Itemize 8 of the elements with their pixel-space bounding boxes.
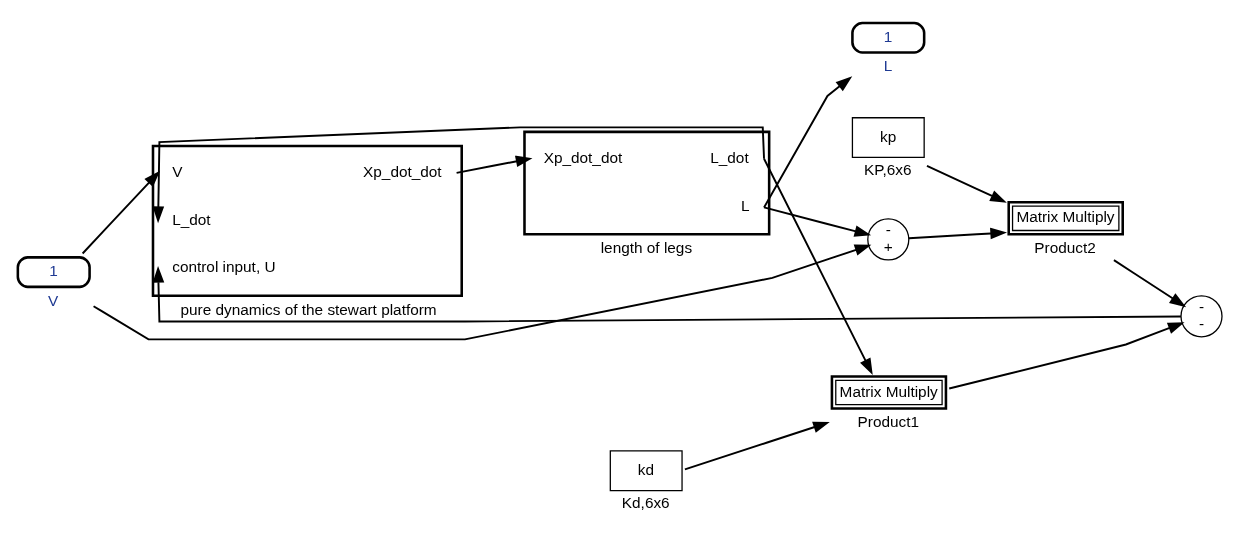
- node-label: length of legs: [600, 238, 693, 256]
- node-label: Product2: [1034, 238, 1096, 256]
- node-label: L: [883, 56, 893, 74]
- node-label: Kd,6x6: [621, 493, 670, 511]
- node-label: V: [47, 291, 59, 309]
- node-label: KP,6x6: [863, 160, 912, 178]
- node-label: Product1: [857, 412, 920, 430]
- node-label: pure dynamics of the stewart platform: [180, 300, 437, 318]
